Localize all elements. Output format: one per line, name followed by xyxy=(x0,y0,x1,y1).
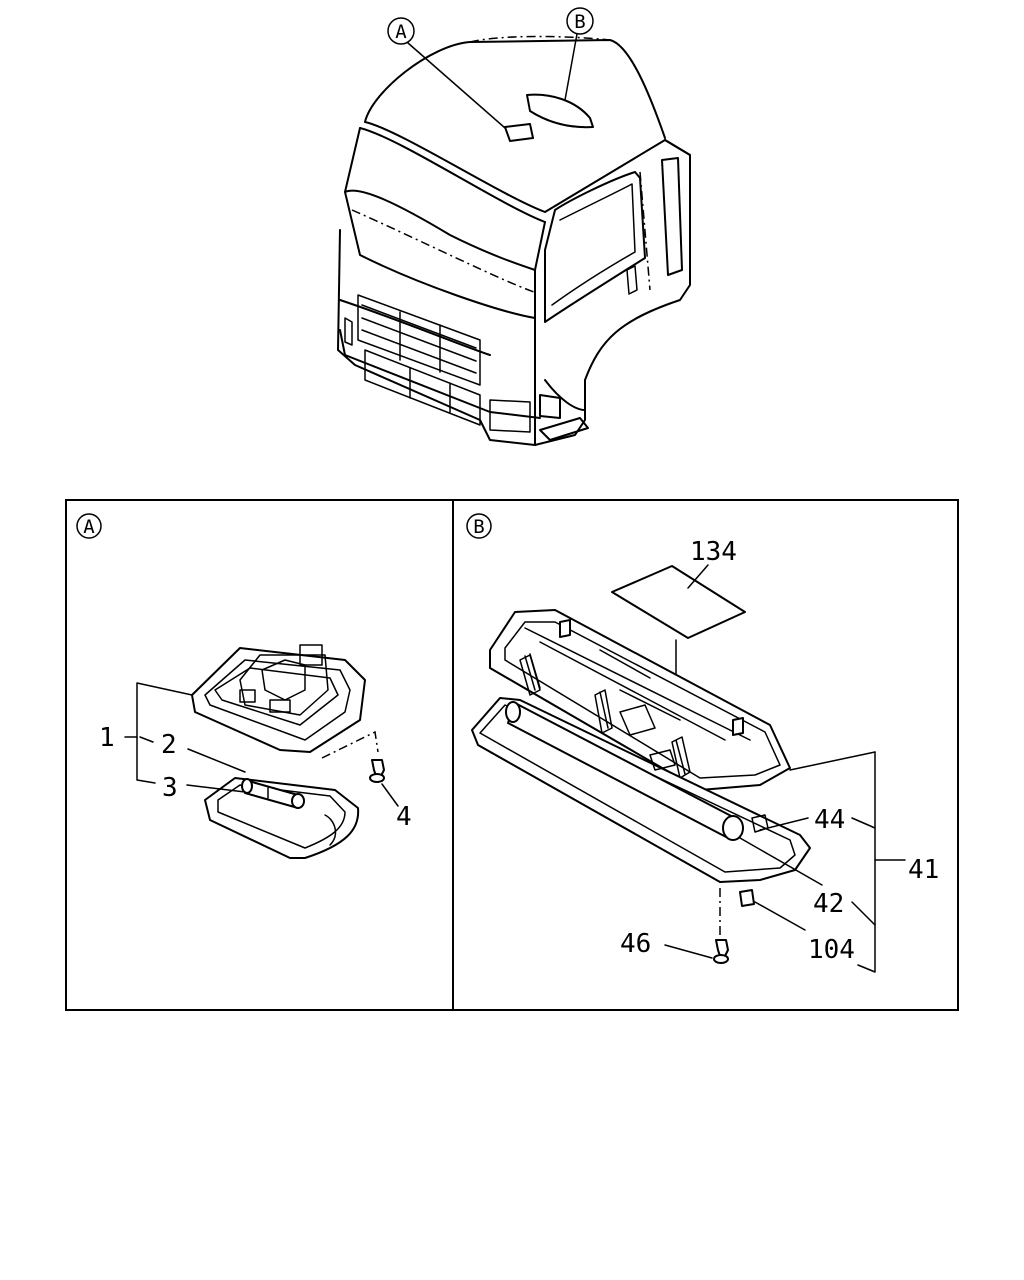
label-part-4: 4 xyxy=(396,802,412,832)
screw-4 xyxy=(321,730,385,783)
label-part-46: 46 xyxy=(620,929,651,959)
callout-a-top-letter: A xyxy=(395,21,407,43)
label-part-42: 42 xyxy=(813,889,844,919)
callout-b-top-letter: B xyxy=(574,11,585,33)
panel-a: A xyxy=(76,513,412,859)
clip-104 xyxy=(739,889,755,907)
lamp-housing xyxy=(191,644,366,753)
panel-b-callout: B xyxy=(466,513,492,539)
lamp-lens xyxy=(204,777,360,859)
label-part-3: 3 xyxy=(162,773,178,803)
panel-a-callout: A xyxy=(76,513,102,539)
label-part-2: 2 xyxy=(161,730,177,760)
screw-46 xyxy=(713,888,729,964)
callout-a-top: A xyxy=(387,17,506,129)
label-part-44: 44 xyxy=(814,805,845,835)
panel-b: B xyxy=(466,513,939,973)
label-part-104: 104 xyxy=(808,935,855,965)
label-part-41: 41 xyxy=(908,855,939,885)
panel-a-callout-letter: A xyxy=(83,516,95,538)
truck-cab-illustration xyxy=(337,35,691,446)
panel-b-callout-letter: B xyxy=(473,516,484,538)
label-sheet-134 xyxy=(611,565,746,639)
callout-b-top: B xyxy=(564,7,594,101)
label-part-134: 134 xyxy=(690,537,737,567)
label-part-1: 1 xyxy=(99,723,115,753)
lamp-assembly-lower xyxy=(471,697,811,883)
detail-frame xyxy=(65,499,959,1011)
lamp-assembly-upper xyxy=(489,609,791,791)
